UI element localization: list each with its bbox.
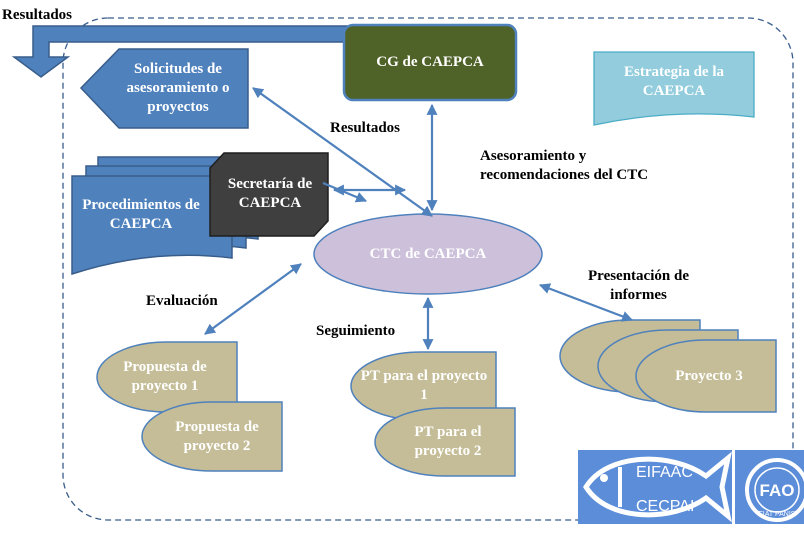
fao-text: FAO bbox=[759, 480, 795, 500]
propuesta-1-shape bbox=[96, 341, 238, 413]
propuesta-2-label: Propuesta de proyecto 2 bbox=[175, 418, 259, 454]
evaluacion-edge-label: Evaluación bbox=[146, 293, 218, 309]
eifaac-top-text: EIFAAC bbox=[636, 463, 693, 481]
pt-2-shape bbox=[374, 407, 516, 477]
solicitudes-shape bbox=[79, 48, 249, 129]
eifaac-logo bbox=[578, 450, 732, 524]
arrow-presentacion bbox=[538, 283, 634, 322]
propuesta-1-label: Propuesta de proyecto 1 bbox=[123, 359, 207, 394]
asesoramiento-edge-label: Asesoramiento y recomendaciones del CTC bbox=[480, 148, 649, 183]
arrow-procedimientos-ctc bbox=[322, 181, 368, 203]
resultados-edge-label: Resultados bbox=[330, 120, 401, 136]
results-return-arrow bbox=[11, 25, 353, 78]
top-results-label: Resultados bbox=[2, 7, 73, 23]
ctc-label: CTC de CAEPCA bbox=[369, 245, 487, 262]
solicitudes-label: Solicitudes de asesoramiento o proyectos bbox=[126, 61, 230, 115]
fao-motto-text: FIAT PANIS bbox=[758, 510, 796, 518]
estrategia-document bbox=[593, 51, 755, 126]
seguimiento-edge-label: Seguimiento bbox=[316, 323, 396, 339]
fao-logo bbox=[735, 450, 804, 524]
cg-label: CG de CAEPCA bbox=[376, 54, 484, 70]
pt-1-label: PT para el proyecto 1 bbox=[360, 368, 488, 403]
proyecto-3-label: Proyecto 3 bbox=[675, 367, 743, 384]
estrategia-label: Estrategia de la CAEPCA bbox=[624, 64, 724, 99]
proyecto-3-shape-front bbox=[635, 339, 777, 413]
pt-2-label: PT para el proyecto 2 bbox=[414, 424, 482, 459]
arrow-evaluacion bbox=[204, 263, 302, 335]
dashed-boundary bbox=[62, 17, 794, 521]
secretaria-label: Secretaría de CAEPCA bbox=[227, 176, 313, 211]
procedimientos-label: Procedimientos de CAEPCA bbox=[82, 197, 200, 232]
eifaac-bottom-text: CECPAI bbox=[636, 497, 695, 515]
propuesta-2-shape bbox=[141, 401, 283, 472]
presentacion-edge-label: Presentación de informes bbox=[588, 268, 689, 303]
